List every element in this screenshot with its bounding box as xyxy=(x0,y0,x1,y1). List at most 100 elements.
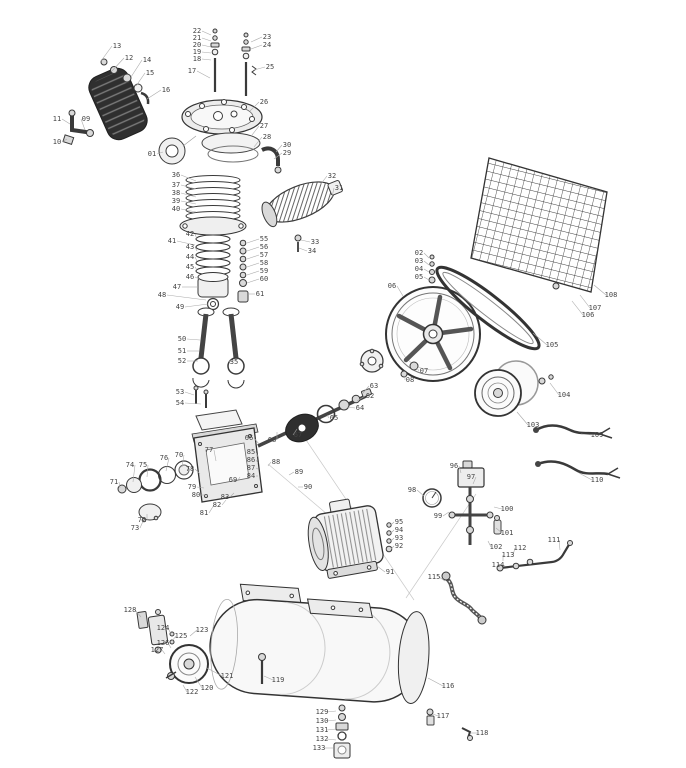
part-number-116: 116 xyxy=(442,682,455,690)
part-number-112: 112 xyxy=(514,544,527,552)
part-number-06: 06 xyxy=(388,282,396,290)
leader-line-76 xyxy=(165,457,170,472)
part-number-02: 02 xyxy=(415,249,423,257)
leader-line-15 xyxy=(135,72,146,87)
leader-line-27 xyxy=(251,125,260,136)
leader-line-60 xyxy=(246,278,260,284)
part-number-107: 107 xyxy=(589,304,602,312)
part-number-48: 48 xyxy=(158,291,166,299)
motor-pulley xyxy=(474,360,554,417)
part-number-10: 10 xyxy=(53,138,61,146)
part-number-37: 37 xyxy=(172,181,180,189)
leader-line-11 xyxy=(61,118,71,125)
part-number-04: 04 xyxy=(415,265,423,273)
leader-line-37 xyxy=(180,184,197,190)
leader-line-92 xyxy=(390,545,395,550)
part-number-53: 53 xyxy=(176,388,184,396)
leader-line-38 xyxy=(180,192,197,198)
part-number-15: 15 xyxy=(146,69,154,77)
part-number-117: 117 xyxy=(437,712,450,720)
part-number-72: 72 xyxy=(138,516,146,524)
leader-line-43 xyxy=(194,246,198,252)
part-number-17: 17 xyxy=(188,67,196,75)
part-number-42: 42 xyxy=(186,230,194,238)
part-number-83: 83 xyxy=(221,493,229,501)
leader-line-130 xyxy=(326,719,337,722)
leader-line-57 xyxy=(246,254,260,260)
v-belt xyxy=(435,265,541,351)
leader-line-123 xyxy=(189,629,198,637)
air-tank xyxy=(209,583,430,704)
part-number-90: 90 xyxy=(304,483,312,491)
leader-line-107 xyxy=(579,294,591,309)
part-number-81: 81 xyxy=(200,509,208,517)
leader-line-96 xyxy=(458,465,462,474)
part-number-52: 52 xyxy=(178,357,186,365)
part-number-24: 24 xyxy=(263,41,271,49)
belt-guard xyxy=(470,157,608,293)
leader-line-41 xyxy=(176,240,196,246)
part-number-13: 13 xyxy=(113,42,121,50)
part-number-73: 73 xyxy=(131,524,139,532)
leader-line-16 xyxy=(146,89,162,100)
part-number-11: 11 xyxy=(53,115,61,123)
crankshaft xyxy=(257,388,372,448)
part-number-40: 40 xyxy=(172,205,180,213)
leader-line-79 xyxy=(196,486,205,489)
part-number-50: 50 xyxy=(178,335,186,343)
leader-line-85 xyxy=(255,451,259,458)
leader-line-69 xyxy=(237,476,241,481)
part-number-94: 94 xyxy=(395,526,403,534)
leader-line-59 xyxy=(246,270,260,276)
leader-line-128 xyxy=(134,609,142,618)
leader-line-19 xyxy=(201,51,212,54)
part-number-47: 47 xyxy=(173,283,181,291)
leader-line-50 xyxy=(186,338,201,341)
flywheel-hub-flange xyxy=(359,348,384,373)
leader-line-62 xyxy=(356,395,366,402)
part-number-27: 27 xyxy=(260,122,268,130)
part-number-124: 124 xyxy=(157,624,170,632)
part-number-132: 132 xyxy=(316,735,329,743)
part-number-45: 45 xyxy=(186,263,194,271)
part-number-104: 104 xyxy=(558,391,571,399)
part-number-19: 19 xyxy=(193,48,201,56)
part-number-77: 77 xyxy=(205,446,213,454)
leader-line-01 xyxy=(156,151,164,155)
part-number-88: 88 xyxy=(272,458,280,466)
leader-line-74 xyxy=(132,464,136,483)
part-number-35: 35 xyxy=(230,358,238,366)
head-bolts xyxy=(210,28,257,96)
leader-line-03 xyxy=(423,260,430,266)
part-number-03: 03 xyxy=(415,257,423,265)
leader-line-20 xyxy=(201,44,212,48)
part-number-128: 128 xyxy=(124,606,137,614)
part-number-115: 115 xyxy=(428,573,441,581)
pressure-switch xyxy=(422,460,502,545)
part-number-82: 82 xyxy=(213,501,221,509)
leader-line-55 xyxy=(246,238,260,244)
part-number-65: 65 xyxy=(330,414,338,422)
part-number-69: 69 xyxy=(229,476,237,484)
part-number-01: 01 xyxy=(148,150,156,158)
check-valve xyxy=(333,704,351,759)
part-number-86: 86 xyxy=(247,456,255,464)
leader-line-33 xyxy=(300,239,311,243)
leader-line-127 xyxy=(161,649,166,655)
leader-line-29 xyxy=(273,152,283,160)
leader-line-10 xyxy=(61,138,68,143)
part-number-62: 62 xyxy=(366,392,374,400)
part-number-108: 108 xyxy=(605,291,618,299)
leader-line-95 xyxy=(390,521,395,526)
oil-cap xyxy=(158,135,197,165)
part-number-122: 122 xyxy=(186,688,199,696)
leader-line-108 xyxy=(593,284,607,296)
leader-line-18 xyxy=(201,58,212,61)
part-number-85: 85 xyxy=(247,448,255,456)
leader-line-13 xyxy=(100,45,113,62)
part-number-46: 46 xyxy=(186,273,194,281)
drain-valve xyxy=(426,708,473,741)
part-number-118: 118 xyxy=(476,729,489,737)
leader-line-87 xyxy=(255,467,259,470)
